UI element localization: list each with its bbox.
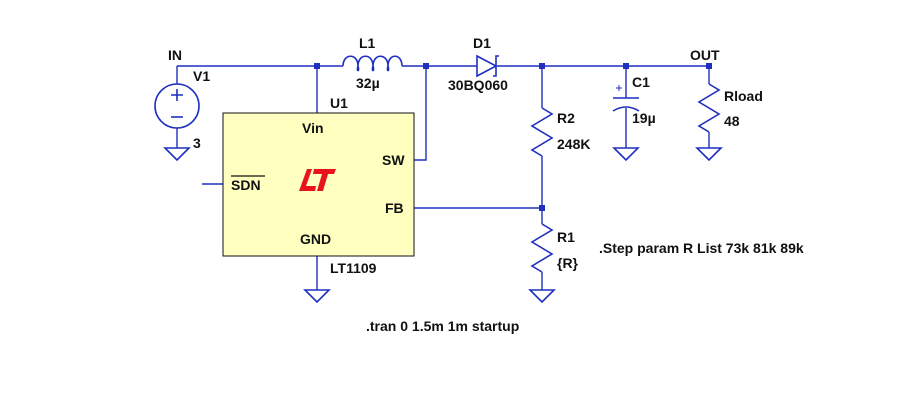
- d1-value: 30BQ060: [448, 77, 508, 93]
- inductor-l1[interactable]: [342, 55, 403, 72]
- ground-icon: [695, 147, 723, 162]
- pin-label-fb: FB: [385, 200, 404, 216]
- l1-value: 32µ: [356, 75, 380, 91]
- r1-name: R1: [557, 229, 575, 245]
- voltage-source-body: [154, 83, 200, 129]
- net-label-in: IN: [168, 47, 182, 63]
- ic-u1[interactable]: [222, 112, 415, 257]
- capacitor-plus-icon: [616, 85, 622, 91]
- pin-label-sdn: SDN: [231, 177, 261, 193]
- junction-vin: [314, 63, 320, 69]
- v1-name: V1: [193, 68, 210, 84]
- diode-cathode-bar: [493, 55, 499, 77]
- wire-sw[interactable]: [414, 66, 427, 161]
- d1-name: D1: [473, 35, 491, 51]
- ground-rload: [695, 147, 723, 162]
- c1-name: C1: [632, 74, 650, 90]
- labels: IN OUT V1 3 L1 32µ D1 30BQ060 R2 248K R1…: [168, 35, 804, 334]
- step-directive[interactable]: .Step param R List 73k 81k 89k: [599, 240, 804, 256]
- resistor-r1[interactable]: [530, 223, 554, 273]
- ground-icon: [528, 289, 556, 304]
- ground-v1: [163, 147, 191, 162]
- rload-value: 48: [724, 113, 740, 129]
- junction-fb: [539, 205, 545, 211]
- ground-u1: [303, 289, 331, 304]
- resistor-zigzag-icon: [530, 223, 554, 273]
- capacitor-c1[interactable]: [612, 85, 640, 112]
- resistor-r2[interactable]: [530, 107, 554, 157]
- ground-r1: [528, 289, 556, 304]
- r2-value: 248K: [557, 136, 590, 152]
- diode-triangle-icon: [476, 54, 498, 78]
- junctions: [314, 63, 712, 211]
- ground-icon: [303, 289, 331, 304]
- pin-label-sw: SW: [382, 152, 405, 168]
- pin-label-vin: Vin: [302, 120, 324, 136]
- pin-label-gnd: GND: [300, 231, 331, 247]
- u1-part: LT1109: [330, 260, 377, 276]
- junction-out: [706, 63, 712, 69]
- ground-icon: [163, 147, 191, 162]
- ic-body: [222, 112, 415, 257]
- ground-icon: [612, 147, 640, 162]
- r2-name: R2: [557, 110, 575, 126]
- linear-technology-logo-icon: [299, 169, 336, 191]
- net-label-out: OUT: [690, 47, 720, 63]
- plus-sign-icon: [171, 89, 183, 101]
- rload-name: Rload: [724, 88, 763, 104]
- diode-d1[interactable]: [476, 54, 499, 78]
- u1-name: U1: [330, 95, 348, 111]
- inductor-coil-icon: [342, 55, 403, 67]
- l1-name: L1: [359, 35, 376, 51]
- r1-value: {R}: [557, 255, 579, 271]
- tran-directive[interactable]: .tran 0 1.5m 1m startup: [366, 318, 519, 334]
- c1-value: 19µ: [632, 110, 656, 126]
- junction-r2-top: [539, 63, 545, 69]
- resistor-zigzag-icon: [530, 107, 554, 157]
- inductor-loops: [356, 65, 390, 72]
- voltage-source-v1[interactable]: [154, 83, 200, 129]
- junction-sw: [423, 63, 429, 69]
- resistor-zigzag-icon: [697, 83, 721, 133]
- junction-c1-top: [623, 63, 629, 69]
- capacitor-plate-bottom-icon: [612, 106, 640, 112]
- ground-c1: [612, 147, 640, 162]
- resistor-rload[interactable]: [697, 83, 721, 133]
- v1-value: 3: [193, 135, 201, 151]
